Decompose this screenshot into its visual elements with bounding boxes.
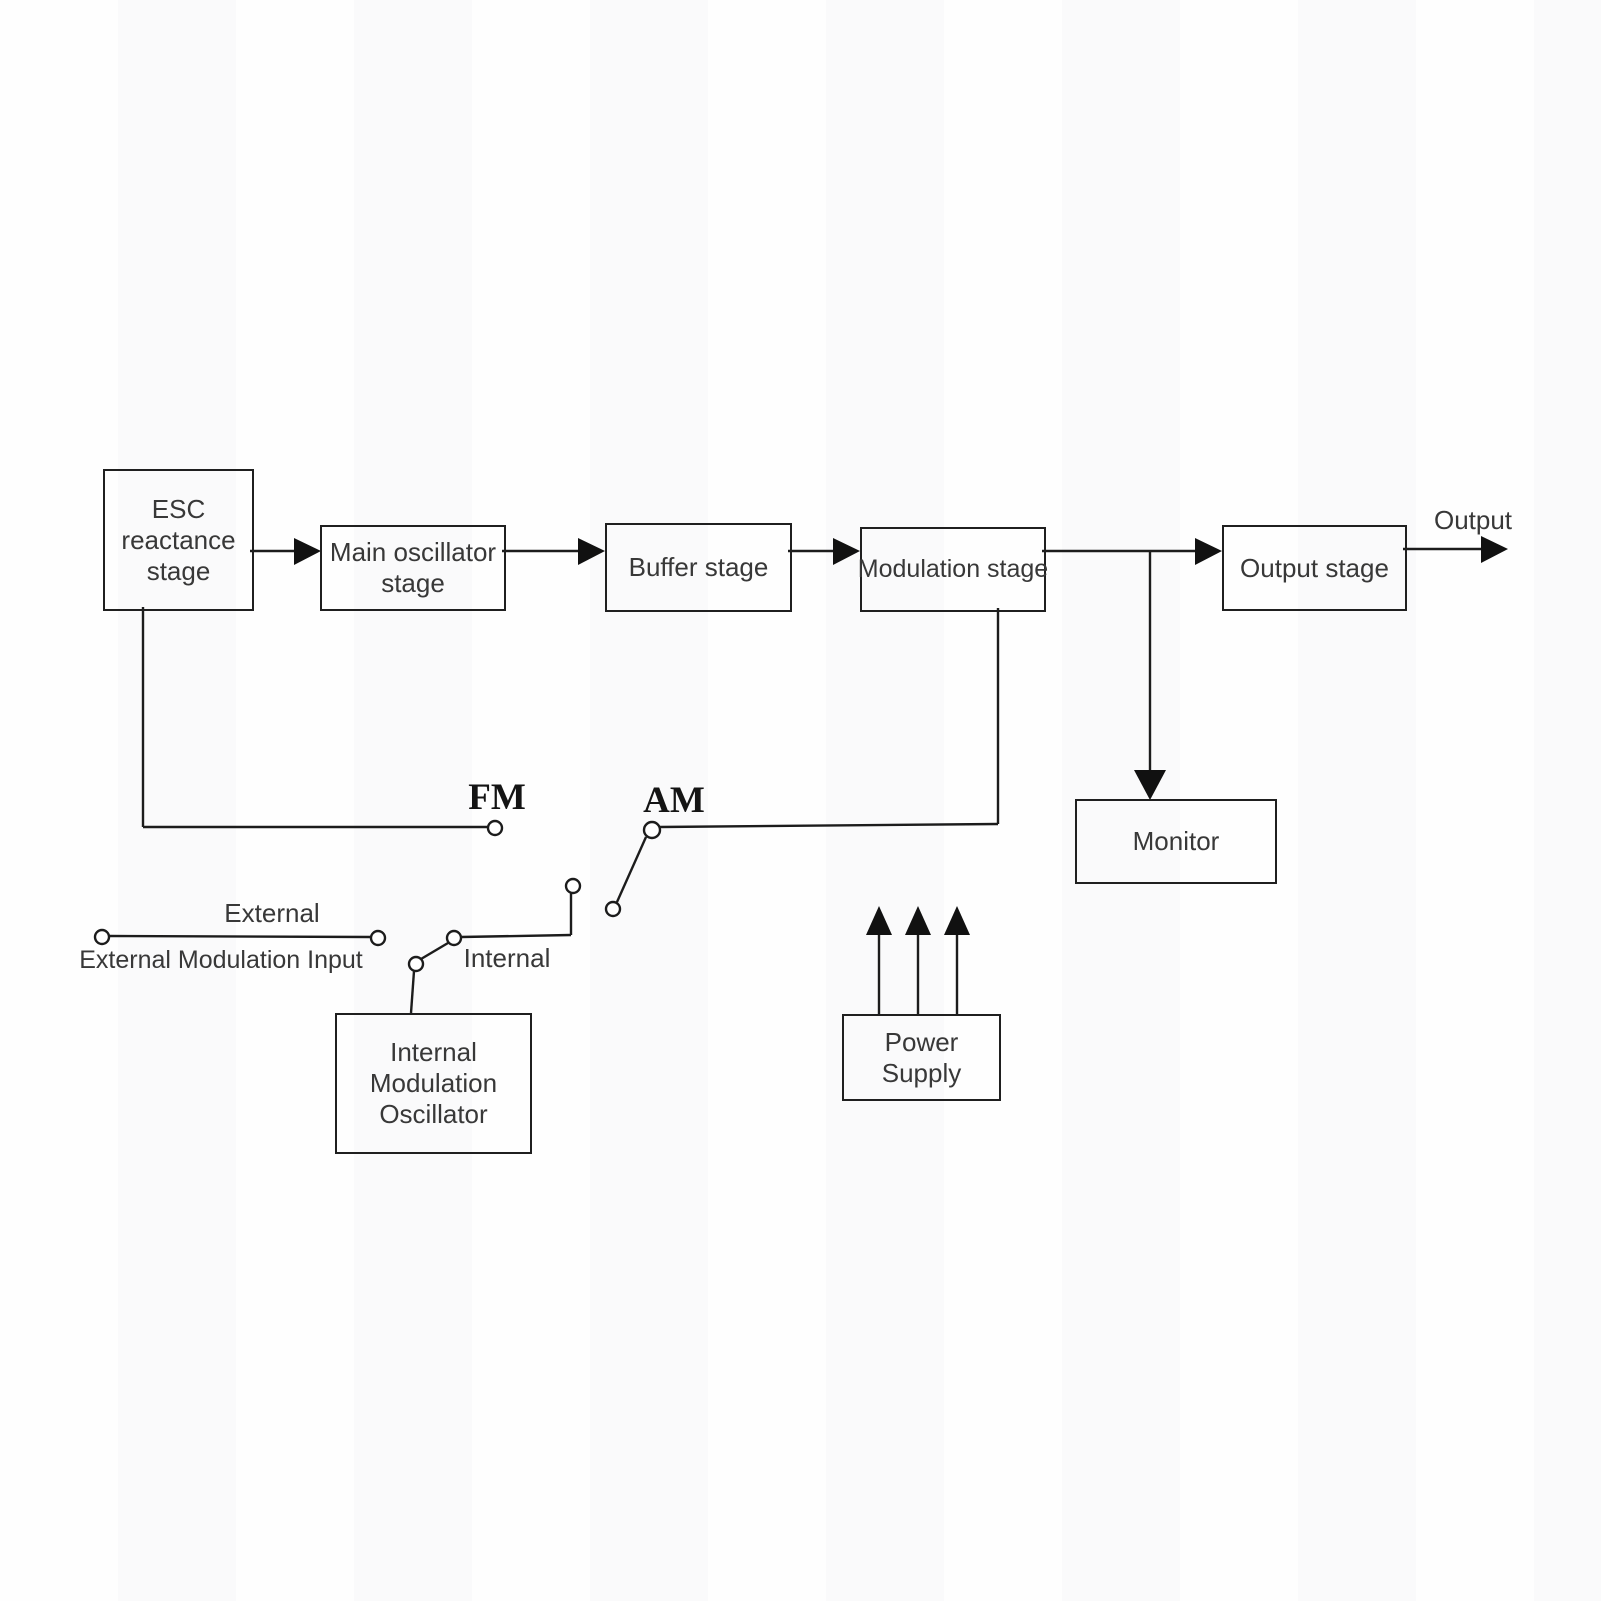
output-stage-label: Output stage	[1240, 552, 1389, 583]
arrow-modulation-to-output-stage	[1042, 538, 1222, 565]
internal-label: Internal	[463, 943, 551, 973]
arrow-main-oscillator-to-buffer	[502, 538, 605, 565]
arrow-esc-to-main-oscillator	[250, 538, 321, 565]
esc-line-2: reactance	[121, 524, 236, 555]
buffer-stage-box: Buffer stage	[605, 523, 792, 612]
output-label: Output	[1433, 505, 1513, 535]
esc-line-3: stage	[146, 555, 211, 586]
imo-line-1: Internal	[390, 1037, 477, 1067]
arrow-buffer-to-modulation	[788, 538, 860, 565]
power-supply-line-2: Supply	[881, 1057, 962, 1088]
am-label: AM	[643, 780, 705, 821]
arrow-to-monitor	[1134, 551, 1166, 800]
external-label: External	[224, 898, 320, 928]
esc-reactance-stage-box: ESC reactance stage	[103, 469, 254, 611]
fm-label: FM	[468, 777, 526, 818]
arrow-output	[1403, 536, 1508, 563]
external-input-wire	[93, 928, 387, 947]
modulation-stage-box: Modulation stage	[857, 527, 1049, 612]
internal-external-switch	[407, 929, 463, 1014]
imo-line-3: Oscillator	[379, 1099, 488, 1129]
main-oscillator-line-1: Main oscillator	[329, 537, 497, 567]
esc-line-1: ESC	[151, 493, 206, 524]
output-stage-box: Output stage	[1222, 525, 1407, 611]
imo-line-2: Modulation	[369, 1068, 498, 1098]
buffer-stage-label: Buffer stage	[628, 552, 769, 582]
internal-modulation-oscillator-box: Internal Modulation Oscillator	[335, 1013, 532, 1154]
power-supply-line-1: Power	[884, 1026, 959, 1057]
external-modulation-input-label: External Modulation Input	[79, 946, 363, 974]
fm-wire	[141, 607, 504, 837]
main-oscillator-stage-box: Main oscillator stage	[320, 525, 506, 611]
fm-am-switch	[460, 836, 648, 939]
power-supply-arrows	[866, 906, 970, 1014]
monitor-label: Monitor	[1132, 826, 1220, 856]
am-wire	[642, 608, 1000, 840]
modulation-stage-label: Modulation stage	[857, 555, 1049, 583]
main-oscillator-line-2: stage	[381, 568, 445, 598]
power-supply-box: Power Supply	[842, 1014, 1001, 1101]
monitor-box: Monitor	[1075, 799, 1277, 884]
